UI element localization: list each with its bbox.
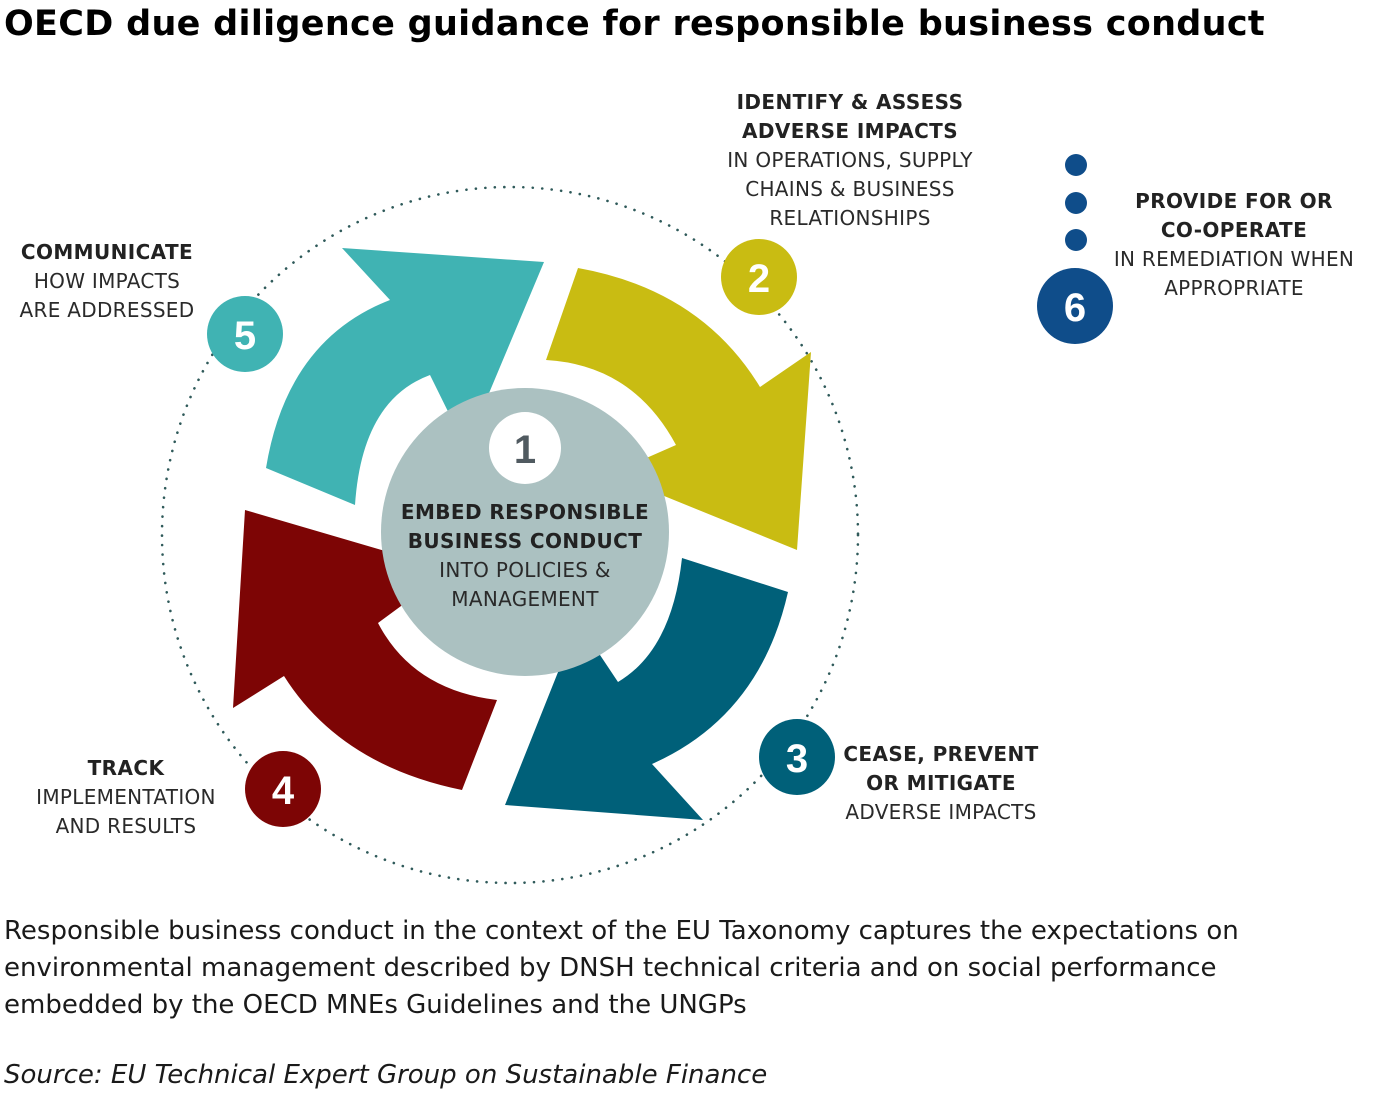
arrow-step-5 [266, 248, 544, 505]
step-2-description-line: CHAINS & BUSINESS [745, 177, 955, 201]
step-6-badge [1037, 268, 1113, 344]
step-4-description-line: AND RESULTS [55, 814, 197, 838]
step-1-number: 1 [514, 428, 536, 472]
step-2-heading-line: ADVERSE IMPACTS [741, 119, 959, 143]
step-6-heading-line: CO-OPERATE [1160, 218, 1308, 242]
caption-line: environmental management described by DN… [4, 953, 1217, 983]
caption-line: Responsible business conduct in the cont… [4, 916, 1239, 946]
step-6-description-line: APPROPRIATE [1164, 276, 1304, 300]
step-1-description-line: INTO POLICIES & [439, 558, 611, 582]
step-4-heading-line: TRACK [87, 756, 165, 780]
step-3-badge [759, 719, 835, 795]
step-2-number: 2 [748, 257, 770, 301]
step-5-number: 5 [234, 314, 256, 358]
step-6-number: 6 [1064, 286, 1086, 330]
page-title: OECD due diligence guidance for responsi… [4, 4, 1265, 44]
step-5-badge [207, 296, 283, 372]
step-6-heading-line: PROVIDE FOR OR [1135, 189, 1333, 213]
step-1-text: EMBED RESPONSIBLE BUSINESS CONDUCT INTO … [395, 498, 655, 614]
step-1-description-line: MANAGEMENT [451, 587, 599, 611]
dotted-ring [160, 185, 860, 885]
step-1-badge [489, 412, 561, 484]
caption-line: embedded by the OECD MNEs Guidelines and… [4, 990, 747, 1020]
step-2-description-line: RELATIONSHIPS [769, 206, 931, 230]
step-2-heading-line: IDENTIFY & ASSESS [736, 90, 964, 114]
step-3-heading-line: OR MITIGATE [866, 771, 1016, 795]
step-5-description-line: ARE ADDRESSED [19, 298, 195, 322]
center-disc [381, 388, 669, 676]
step-4-description-line: IMPLEMENTATION [36, 785, 216, 809]
step-4-text: TRACK IMPLEMENTATION AND RESULTS [20, 754, 232, 841]
step-1-heading-line: EMBED RESPONSIBLE [400, 500, 650, 524]
remediation-dot [1065, 192, 1087, 214]
remediation-dot [1065, 154, 1087, 176]
step-2-description-line: IN OPERATIONS, SUPPLY [727, 148, 973, 172]
caption: Responsible business conduct in the cont… [4, 913, 1304, 1024]
step-4-badge [245, 751, 321, 827]
step-6-text: PROVIDE FOR OR CO-OPERATE IN REMEDIATION… [1100, 187, 1368, 303]
arrow-step-3 [505, 558, 788, 820]
step-2-badge [721, 239, 797, 315]
step-4-number: 4 [272, 769, 295, 813]
step-3-description-line: ADVERSE IMPACTS [845, 800, 1037, 824]
step-5-description-line: HOW IMPACTS [33, 269, 181, 293]
source-note: Source: EU Technical Expert Group on Sus… [4, 1060, 768, 1090]
step-2-text: IDENTIFY & ASSESS ADVERSE IMPACTS IN OPE… [700, 88, 1000, 233]
step-6-description-line: IN REMEDIATION WHEN [1113, 247, 1355, 271]
step-1-heading-line: BUSINESS CONDUCT [407, 529, 643, 553]
remediation-dot [1065, 229, 1087, 251]
step-3-heading-line: CEASE, PREVENT [843, 742, 1039, 766]
step-3-number: 3 [786, 737, 808, 781]
step-3-text: CEASE, PREVENT OR MITIGATE ADVERSE IMPAC… [830, 740, 1052, 827]
step-5-heading-line: COMMUNICATE [20, 240, 194, 264]
step-5-text: COMMUNICATE HOW IMPACTS ARE ADDRESSED [5, 238, 209, 325]
arrow-step-2 [546, 268, 811, 550]
